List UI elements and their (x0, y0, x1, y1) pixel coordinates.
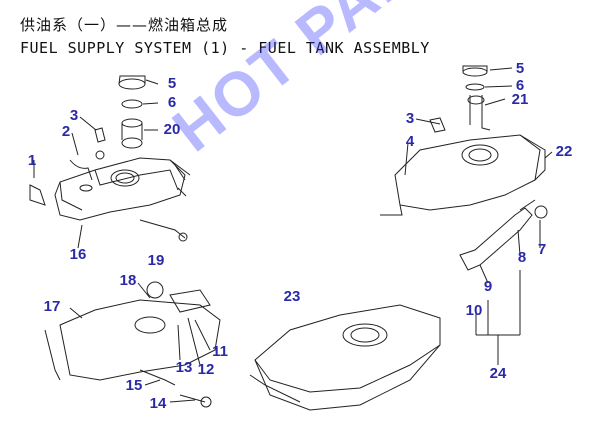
callout-13: 13 (175, 359, 193, 376)
callout-4: 4 (405, 133, 415, 150)
fuel-tank-large (249, 304, 441, 411)
callout-12: 12 (197, 361, 215, 378)
callout-19: 19 (147, 252, 165, 269)
title-chinese: 供油系（一）——燃油箱总成 (20, 16, 229, 34)
callout-21: 21 (511, 91, 529, 108)
callout-15: 15 (125, 377, 143, 394)
callout-10: 10 (465, 302, 483, 319)
callout-24: 24 (489, 365, 507, 382)
callout-2: 2 (61, 123, 71, 140)
callout-16: 16 (69, 246, 87, 263)
callout-23: 23 (283, 288, 301, 305)
callout-5-left: 5 (167, 75, 177, 92)
fuel-tank-top-right (380, 65, 546, 216)
callout-20: 20 (163, 121, 181, 138)
callout-18: 18 (119, 272, 137, 289)
callout-3-left: 3 (69, 107, 79, 124)
callout-1: 1 (27, 152, 37, 169)
fuel-tank-middle-left (44, 281, 221, 408)
fuel-tank-top-left (29, 157, 191, 242)
callout-9: 9 (483, 278, 493, 295)
callout-6-right: 6 (515, 77, 525, 94)
callout-5-right: 5 (515, 60, 525, 77)
callout-11: 11 (212, 343, 228, 360)
callout-17: 17 (43, 298, 61, 315)
callout-6-left: 6 (167, 94, 177, 111)
title-english: FUEL SUPPLY SYSTEM (1) - FUEL TANK ASSEM… (20, 39, 430, 57)
callout-22: 22 (555, 143, 573, 160)
filler-neck-right (459, 199, 548, 271)
callout-14: 14 (149, 395, 167, 412)
callout-7: 7 (537, 241, 547, 258)
callout-8: 8 (517, 249, 527, 266)
callout-3-right: 3 (405, 110, 415, 127)
leader-lines (33, 67, 553, 403)
fuel-pump-assembly-top-left (118, 75, 146, 149)
sender-unit-top-left (69, 127, 106, 192)
